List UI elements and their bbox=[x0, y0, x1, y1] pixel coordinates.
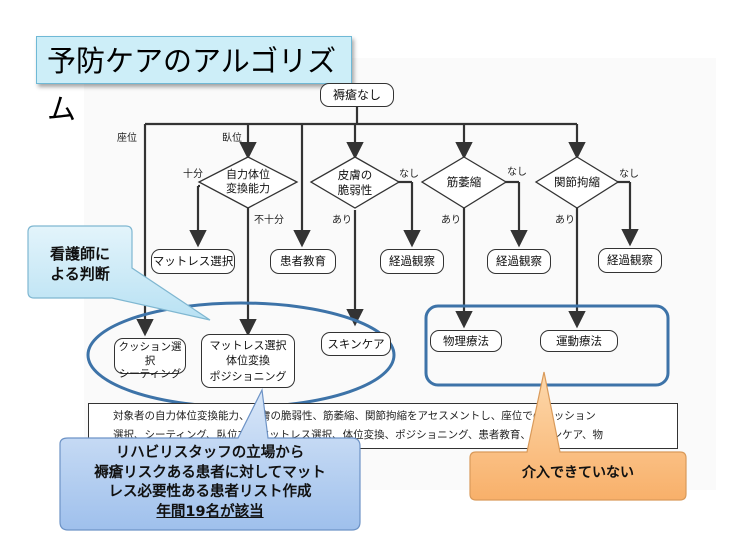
branch-label-contracture-no: なし bbox=[619, 169, 639, 180]
decision-skin-fragility: 皮膚の 脆弱性 bbox=[337, 168, 373, 197]
branch-label-skin-yes: あり bbox=[332, 215, 352, 226]
branch-label-skin-no: なし bbox=[399, 169, 419, 180]
decision-muscle-atrophy: 筋萎縮 bbox=[446, 175, 482, 189]
outcome-cushion-seating: クッション選択 シーティング bbox=[114, 338, 186, 380]
branch-label-lying: 臥位 bbox=[222, 133, 242, 144]
branch-label-insufficient: 不十分 bbox=[254, 215, 284, 226]
rehab-staff-text: リハビリスタッフの立場から 褥瘡リスクある患者に対してマット レス必要性ある患者… bbox=[60, 444, 360, 522]
outcome-observe-contracture: 経過観察 bbox=[598, 248, 662, 273]
not-intervened-text: 介入できていない bbox=[522, 465, 634, 481]
rehab-staff-line: リハビリスタッフの立場から bbox=[115, 445, 305, 461]
decision-diamond-contracture bbox=[534, 156, 620, 209]
branch-label-enough: 十分 bbox=[183, 169, 203, 180]
rehab-staff-line: レス必要性ある患者リスト作成 bbox=[108, 484, 312, 501]
rehab-staff-line: 褥瘡リスクある患者に対してマット bbox=[94, 464, 326, 481]
branch-label-sitting: 座位 bbox=[117, 133, 137, 144]
outcome-mattress-reposition-positioning: マットレス選択 体位変換 ポジショニング bbox=[201, 334, 295, 388]
decision-diamond-atrophy bbox=[420, 156, 508, 209]
branch-label-contracture-yes: あり bbox=[555, 215, 575, 226]
outcome-exercise-therapy: 運動療法 bbox=[540, 330, 618, 352]
start-node: 褥瘡なし bbox=[320, 83, 394, 107]
branch-label-atrophy-yes: あり bbox=[441, 215, 461, 226]
outcome-mattress-select: マットレス選択 bbox=[151, 249, 235, 274]
outcome-patient-education: 患者教育 bbox=[270, 249, 336, 274]
decision-diamond-skin bbox=[309, 156, 401, 209]
assessment-description-line: 対象者の自力体位変換能力、皮膚の脆弱性、筋萎縮、関節拘縮をアセスメントし、座位で… bbox=[113, 410, 596, 422]
decision-self-reposition: 自力体位 変換能力 bbox=[226, 168, 270, 196]
outcome-skin-care: スキンケア bbox=[321, 332, 391, 356]
page-title: 予防ケアのアルゴリズム bbox=[36, 36, 352, 126]
nurse-judgement-callout bbox=[27, 225, 211, 321]
rehab-staff-callout bbox=[59, 387, 361, 531]
outcome-physical-therapy: 物理療法 bbox=[430, 330, 502, 352]
decision-diamond-self-reposition bbox=[197, 156, 299, 209]
decision-joint-contracture: 関節拘縮 bbox=[554, 175, 600, 189]
branch-label-atrophy-no: なし bbox=[507, 167, 527, 178]
rehab-staff-highlight: 年間19名が該当 bbox=[156, 503, 264, 520]
outcome-observe-atrophy: 経過観察 bbox=[487, 249, 551, 274]
not-intervened-callout bbox=[469, 371, 687, 501]
outcome-observe-skin: 経過観察 bbox=[380, 249, 444, 274]
nurse-judgement-text: 看護師に よる判断 bbox=[49, 245, 110, 284]
